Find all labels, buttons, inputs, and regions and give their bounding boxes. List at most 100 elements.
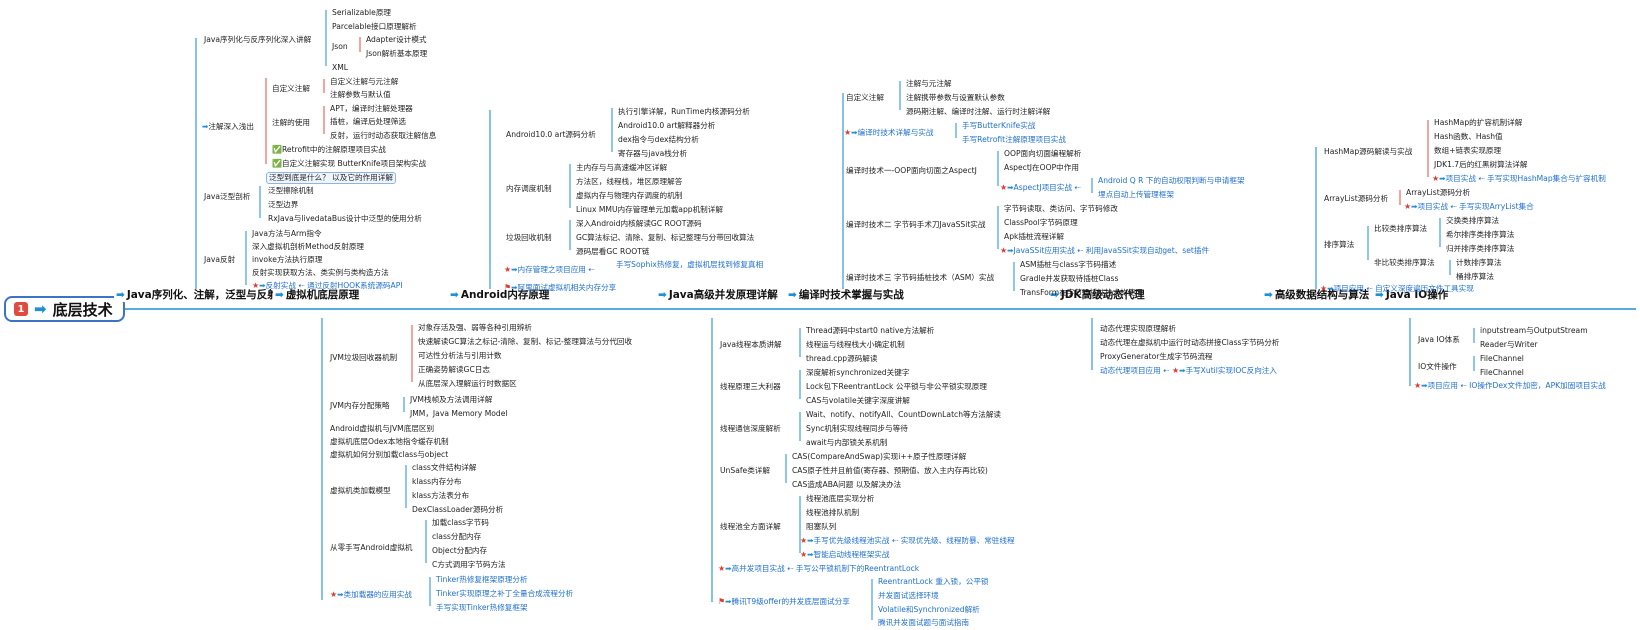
topic-java-concurrency[interactable]: ➡Java高级并发原理详解: [656, 289, 780, 302]
root-node[interactable]: 1 ➡ 底层技术: [4, 296, 125, 322]
node-item-star[interactable]: ★➡项目实战 ⇠ 手写实现ArryList集合: [1404, 202, 1534, 212]
topic-jdk-proxy[interactable]: ➡JDK高级动态代理: [1048, 289, 1147, 302]
node-item[interactable]: Apk插桩流程详解: [1004, 232, 1064, 241]
node-item[interactable]: CAS造成ABA问题 以及解决办法: [792, 480, 902, 489]
node-item[interactable]: Linux MMU内存管理单元加载app机制详解: [576, 205, 723, 214]
node-item[interactable]: CAS(CompareAndSwap)实现i++原子性原理详解: [792, 452, 967, 461]
node-item[interactable]: 反射，运行时动态获取注解信息: [330, 131, 437, 140]
node-ds-sort[interactable]: 排序算法: [1324, 240, 1355, 249]
node-generic[interactable]: Java泛型剖析: [204, 192, 251, 201]
node-jvm-mem[interactable]: JVM内存分配策略: [330, 401, 390, 410]
topic-compile-time[interactable]: ➡编译时技术掌握与实战: [786, 289, 906, 302]
node-item[interactable]: JMM，Java Memory Model: [410, 409, 508, 418]
node-reflection[interactable]: Java反射: [204, 255, 236, 264]
node-art[interactable]: Android10.0 art源码分析: [506, 130, 596, 139]
node-item[interactable]: 可达性分析法与引用计数: [418, 351, 502, 360]
node-item[interactable]: class分配内存: [432, 532, 482, 541]
node-item[interactable]: 归并排序类排序算法: [1446, 244, 1515, 253]
node-item[interactable]: XML: [332, 63, 348, 72]
node-item[interactable]: ClassPool字节码原理: [1004, 218, 1078, 227]
node-item[interactable]: Android10.0 art解释器分析: [618, 121, 716, 130]
node-item[interactable]: 数组+链表实现原理: [1434, 146, 1502, 155]
topic-java-io[interactable]: ➡Java IO操作: [1373, 289, 1451, 302]
node-item[interactable]: 手写实现Tinker热修复框架: [436, 603, 528, 612]
node-item[interactable]: 深入虚拟机剖析Method反射原理: [252, 242, 365, 251]
node-item[interactable]: class文件结构详解: [412, 463, 477, 472]
node-item[interactable]: inputstream与OutputStream: [1480, 326, 1588, 335]
node-ds-hash[interactable]: HashMap源码解读与实战: [1324, 147, 1413, 156]
node-ds-cmp[interactable]: 比较类排序算法: [1374, 224, 1428, 233]
node-item[interactable]: HashMap的扩容机制详解: [1434, 118, 1523, 127]
node-item[interactable]: CAS原子性并且前值(寄存器、预期值、放入主内存再比较): [792, 466, 988, 475]
node-item[interactable]: Parcelable接口原理解析: [332, 22, 417, 31]
node-item[interactable]: TransForm在字节码插桩技术的使用: [1020, 288, 1143, 297]
topic-java-serialization[interactable]: ➡Java序列化、注解，泛型与反射: [114, 289, 280, 302]
node-item[interactable]: 加载class字节码: [432, 518, 489, 527]
node-jvm-hotfix[interactable]: ★➡类加载器的应用实战: [330, 590, 412, 600]
node-conc-thread[interactable]: Java线程本质讲解: [720, 340, 782, 349]
node-item[interactable]: 字节码读取、类访问、字节码修改: [1004, 204, 1118, 213]
node-conc-t9[interactable]: ⚑➡腾讯T9级offer的并发底层面试分享: [718, 597, 850, 607]
node-mem-model[interactable]: 内存调度机制: [506, 184, 552, 193]
node-item[interactable]: Gradle并发获取待插桩Class: [1020, 274, 1119, 283]
node-item[interactable]: klass内存分布: [412, 477, 462, 486]
node-item-star[interactable]: ★➡手写优先级线程池实战 ⇠ 实现优先级、线程防暴、常驻线程: [800, 536, 1015, 546]
node-item[interactable]: 对象存活及强、弱等各种引用辨析: [418, 323, 532, 332]
node-item[interactable]: Hash函数、Hash值: [1434, 132, 1503, 141]
node-item[interactable]: 腾讯并发面试题与面试指南: [878, 618, 970, 627]
node-item[interactable]: 虚拟内存与物理内存调度的机制: [576, 191, 683, 200]
node-item[interactable]: 希尔排序类排序算法: [1446, 230, 1515, 239]
node-item[interactable]: Tinker实现原理之补丁全量合成流程分析: [436, 589, 574, 598]
node-item[interactable]: 从底层深入理解运行时数据区: [418, 379, 517, 388]
node-item[interactable]: Tinker热修复框架原理分析: [436, 575, 528, 584]
node-conc-unsafe[interactable]: UnSafe类详解: [720, 466, 770, 475]
node-item[interactable]: 方法区，线程栈，堆区原理解答: [576, 177, 683, 186]
node-item[interactable]: Thread源码中start0 native方法解析: [806, 326, 935, 335]
node-item[interactable]: dex指令与dex结构分析: [618, 135, 699, 144]
node-jvm-gc[interactable]: JVM垃圾回收器机制: [330, 353, 398, 362]
node-item[interactable]: Adapter设计模式: [366, 35, 427, 44]
node-item[interactable]: 插桩，编译后处理筛选: [330, 117, 406, 126]
node-comp-aop2[interactable]: 编译时技术二 字节码手术刀JavaSSit实战: [846, 220, 986, 229]
node-item[interactable]: Json解析基本原理: [366, 49, 428, 58]
node-item[interactable]: JDK1.7后的红黑树算法详解: [1434, 160, 1528, 169]
node-item[interactable]: 手写ButterKnife实战: [962, 121, 1036, 130]
node-item[interactable]: APT，编译时注解处理器: [330, 104, 413, 113]
node-ds-array[interactable]: ArrayList源码分析: [1324, 194, 1389, 203]
node-item[interactable]: 泛型擦除机制: [268, 186, 314, 195]
node-annotation[interactable]: ➡注解深入浅出: [202, 122, 254, 132]
node-conc-tools[interactable]: 线程原理三大利器: [720, 382, 781, 391]
node-item[interactable]: 虚拟机底层Odex本地指令缓存机制: [330, 437, 449, 446]
node-item[interactable]: 正确姿势解读GC日志: [418, 365, 490, 374]
node-item[interactable]: 反射实现获取方法、类实例与类构造方法: [252, 268, 389, 277]
node-item[interactable]: 源码期注解、编译时注解、运行时注解详解: [906, 107, 1051, 116]
node-item[interactable]: Java方法与Arm指令: [252, 229, 322, 238]
node-item[interactable]: ReentrantLock 重入锁，公平锁: [878, 577, 989, 586]
node-item[interactable]: Android虚拟机与JVM底层区别: [330, 424, 435, 433]
node-item[interactable]: Json: [332, 42, 348, 51]
node-comp-aop3[interactable]: 编译时技术三 字节码插桩技术（ASM）实战: [846, 273, 995, 282]
node-item[interactable]: 自定义注解与元注解: [330, 77, 399, 86]
node-serialization[interactable]: Java序列化与反序列化深入讲解: [204, 35, 312, 44]
node-jdk-app[interactable]: 动态代理项目应用 ⇠ ★➡手写Xutil实现IOC反向注入: [1100, 366, 1277, 376]
node-item[interactable]: invoke方法执行原理: [252, 255, 323, 264]
node-item[interactable]: Wait、notify、notifyAll、CountDownLatch等方法解…: [806, 410, 1002, 419]
node-item[interactable]: Android Q R 下的自动权限判断与申请框架: [1098, 176, 1245, 185]
node-item-star[interactable]: ★➡项目实战 ⇠ 手写实现HashMap集合与扩容机制: [1432, 174, 1606, 184]
node-item[interactable]: 注解参数与默认值: [330, 90, 391, 99]
node-item[interactable]: 埋点自动上传管理框架: [1098, 190, 1174, 199]
node-item-star[interactable]: ★➡AspectJ项目实战 ⇠: [1000, 183, 1081, 193]
topic-data-structures[interactable]: ➡高级数据结构与算法: [1262, 289, 1372, 302]
node-item[interactable]: FileChannel: [1480, 354, 1524, 363]
node-item[interactable]: Reader与Writer: [1480, 340, 1538, 349]
node-item[interactable]: 线程池排队机制: [806, 508, 860, 517]
node-item[interactable]: 注解的使用: [272, 118, 310, 127]
node-item-star[interactable]: ★➡JavaSSit应用实战 ⇠ 利用JavaSSit实现自动get、set插件: [1000, 246, 1209, 256]
node-item[interactable]: 寄存器与java栈分析: [618, 149, 688, 158]
node-conc-pool[interactable]: 线程池全方面详解: [720, 522, 781, 531]
node-mem-project[interactable]: ★➡内存管理之项目应用 ⇠: [504, 265, 595, 275]
node-item[interactable]: ArrayList源码分析: [1406, 188, 1471, 197]
node-item[interactable]: 泛型边界: [268, 200, 299, 209]
node-comp-aop1[interactable]: 编译时技术一-OOP面向切面之AspectJ: [846, 166, 977, 175]
node-item[interactable]: C方式调用字节码方法: [432, 560, 506, 569]
